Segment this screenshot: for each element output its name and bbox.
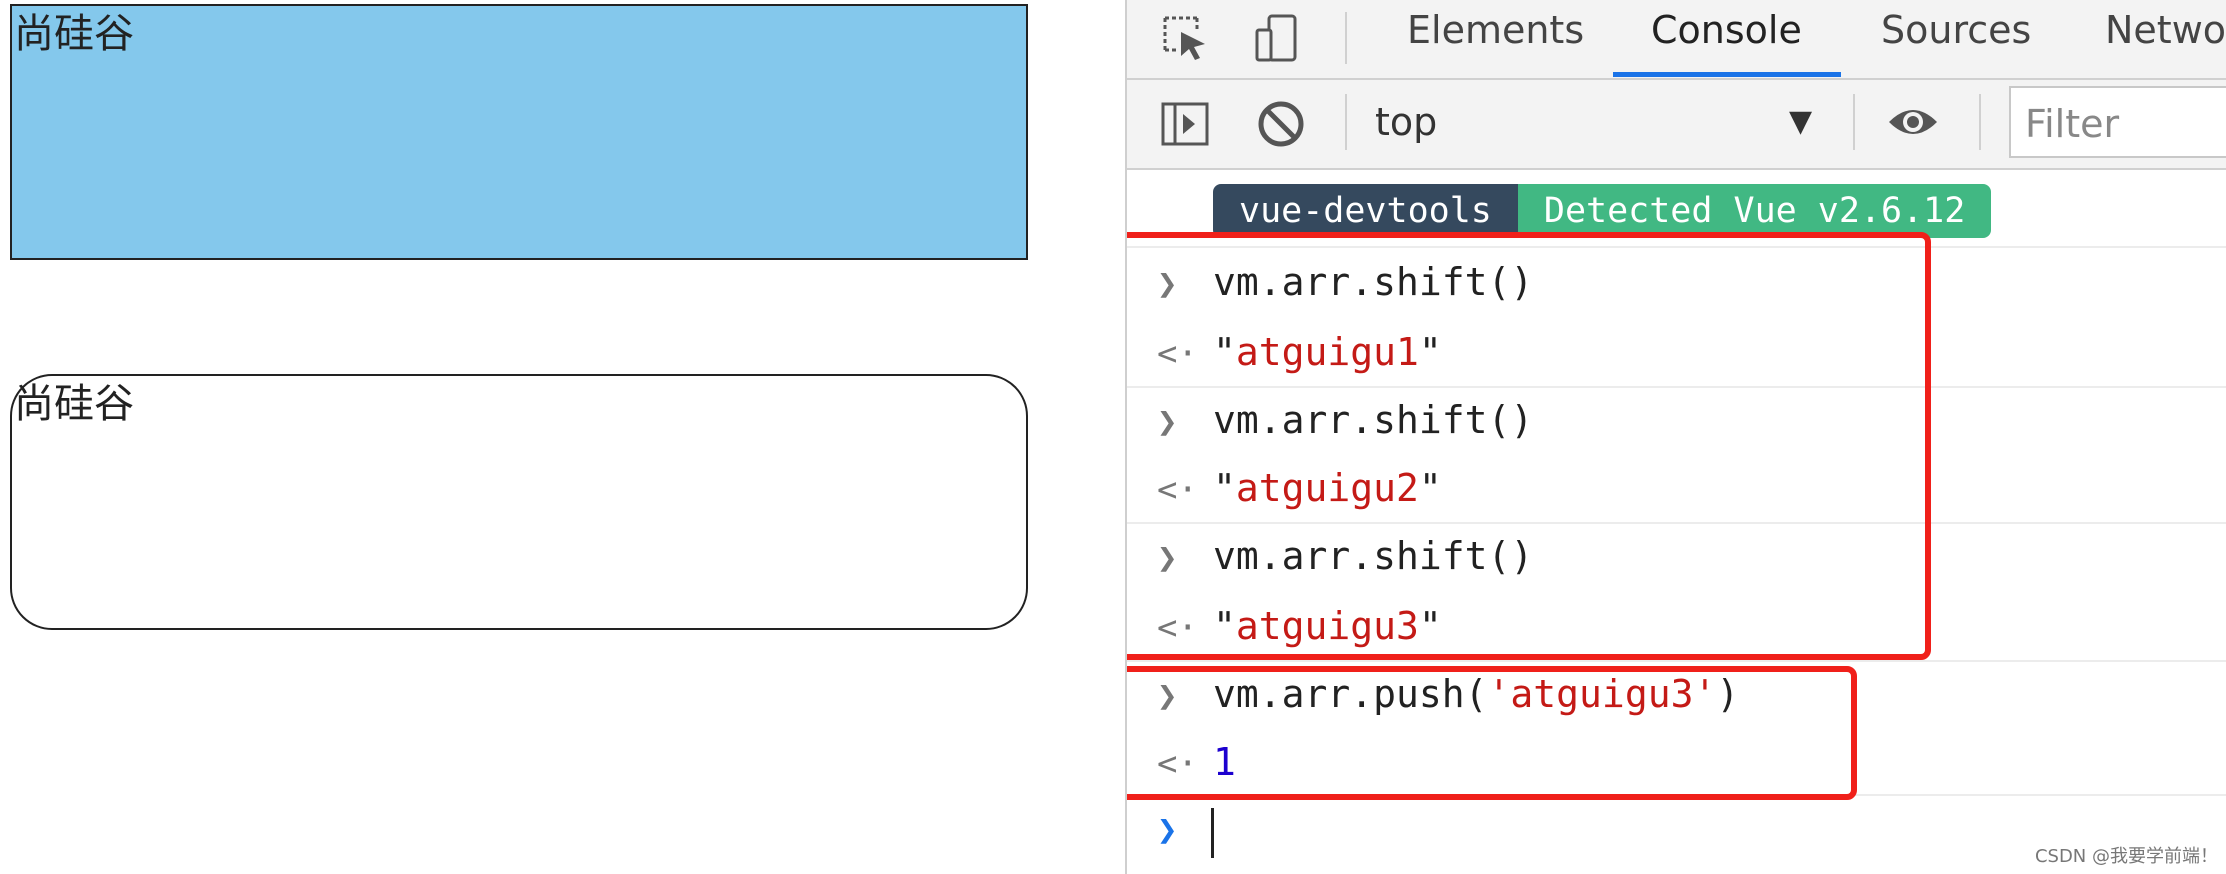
output-arrow-icon: <· <box>1157 608 1198 648</box>
eye-icon[interactable] <box>1885 94 1941 150</box>
input-chevron-icon: ❯ <box>1157 538 1178 578</box>
console-result: "atguigu3" <box>1213 604 1442 648</box>
context-selector[interactable]: top <box>1375 100 1438 144</box>
row-divider <box>1127 246 2226 248</box>
console-input: vm.arr.shift() <box>1213 534 1534 578</box>
vue-devtools-badge: vue-devtools Detected Vue v2.6.12 <box>1213 184 1992 238</box>
filter-input[interactable]: Filter <box>2009 86 2226 158</box>
dropdown-arrow-icon[interactable]: ▼ <box>1789 104 1813 139</box>
inspect-element-icon[interactable] <box>1157 10 1213 66</box>
tabbar-separator <box>1345 12 1347 64</box>
toolbar-separator-2 <box>1853 94 1855 150</box>
badge-detected-vue: Detected Vue v2.6.12 <box>1517 184 1992 238</box>
console-input: vm.arr.shift() <box>1213 398 1534 442</box>
highlight-box-shift <box>1127 232 1931 660</box>
row-divider <box>1127 660 2226 662</box>
clear-console-icon[interactable] <box>1253 96 1309 152</box>
console-input-caret[interactable] <box>1211 808 1214 858</box>
toolbar-separator <box>1345 94 1347 150</box>
toolbar-separator-3 <box>1979 94 1981 150</box>
console-result: "atguigu1" <box>1213 330 1442 374</box>
rounded-box-text: 尚硅谷 <box>14 381 134 427</box>
watermark: CSDN @我要学前端！ <box>2034 846 2218 867</box>
highlight-box-push <box>1127 666 1857 800</box>
console-output: vue-devtools Detected Vue v2.6.12 ❯ vm.a… <box>1127 172 2226 874</box>
sidebar-toggle-icon[interactable] <box>1157 96 1213 152</box>
badge-vue-devtools: vue-devtools <box>1213 184 1518 238</box>
row-divider <box>1127 386 2226 388</box>
row-divider <box>1127 522 2226 524</box>
console-result: "atguigu2" <box>1213 466 1442 510</box>
input-chevron-icon: ❯ <box>1157 676 1178 716</box>
console-input-push: vm.arr.push('atguigu3') <box>1213 672 1740 716</box>
blue-box: 尚硅谷 <box>10 4 1028 260</box>
filter-placeholder: Filter <box>2025 102 2120 146</box>
rendered-page: 尚硅谷 尚硅谷 <box>10 4 1028 630</box>
console-result-number: 1 <box>1213 740 1236 784</box>
output-arrow-icon: <· <box>1157 744 1198 784</box>
tab-network[interactable]: Netwo <box>2105 8 2226 52</box>
console-prompt-icon: ❯ <box>1157 810 1178 850</box>
input-chevron-icon: ❯ <box>1157 264 1178 304</box>
rounded-box: 尚硅谷 <box>10 374 1028 630</box>
blue-box-text: 尚硅谷 <box>14 11 134 57</box>
output-arrow-icon: <· <box>1157 334 1198 374</box>
console-input: vm.arr.shift() <box>1213 260 1534 304</box>
output-arrow-icon: <· <box>1157 470 1198 510</box>
tab-console[interactable]: Console <box>1651 8 1802 52</box>
devtools-panel: Elements Console Sources Netwo top ▼ Fil… <box>1125 0 2226 874</box>
console-toolbar: top ▼ Filter <box>1127 80 2226 170</box>
tab-sources[interactable]: Sources <box>1881 8 2032 52</box>
tab-elements[interactable]: Elements <box>1407 8 1585 52</box>
devtools-tabbar: Elements Console Sources Netwo <box>1127 0 2226 80</box>
device-toggle-icon[interactable] <box>1249 10 1305 66</box>
input-chevron-icon: ❯ <box>1157 402 1178 442</box>
active-tab-indicator <box>1613 72 1841 77</box>
